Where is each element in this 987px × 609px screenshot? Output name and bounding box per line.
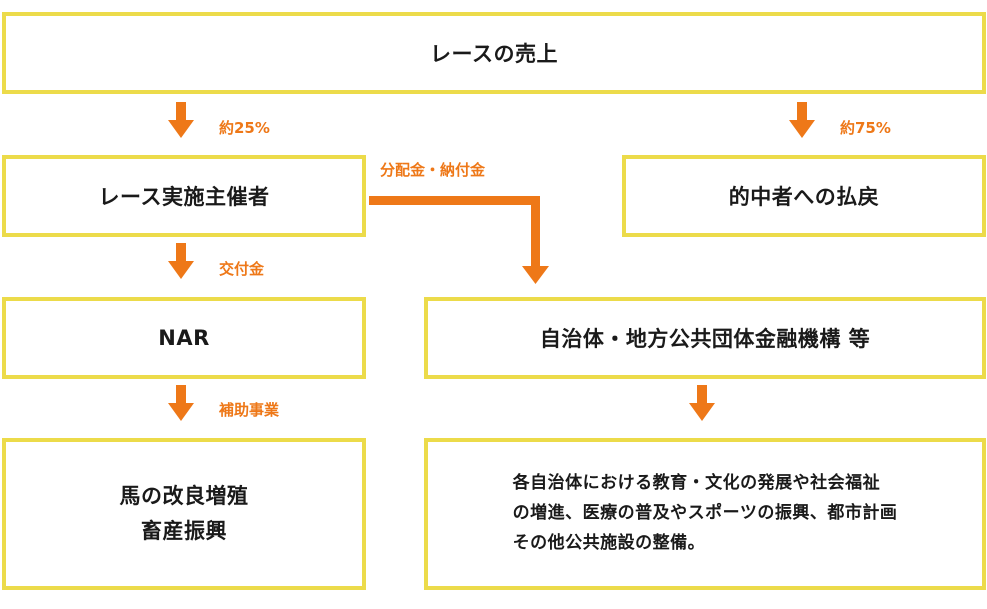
arrow-sales-to-organizer [168,102,194,138]
arrow-sales-to-winners [789,102,815,138]
arrow-organizer-to-localgov [369,196,549,284]
box-winner-payout-text: 的中者への払戻 [728,185,880,209]
label-approx-25: 約25% [219,119,270,137]
box-race-sales: レースの売上 [2,12,986,94]
box-horse-improvement-line-1: 馬の改良増殖 [119,484,249,509]
box-winner-payout: 的中者への払戻 [622,155,986,237]
label-distribution-payment: 分配金・納付金 [380,161,486,179]
box-local-government: 自治体・地方公共団体金融機構 等 [424,297,986,379]
label-grant: 交付金 [219,260,265,278]
box-public-works: 各自治体における教育・文化の発展や社会福祉 の増進、医療の普及やスポーツの振興、… [424,438,986,590]
arrow-organizer-to-nar [168,243,194,279]
box-public-works-line-1: 各自治体における教育・文化の発展や社会福祉 [512,473,881,494]
arrow-nar-to-horse [168,385,194,421]
box-race-sales-text: レースの売上 [430,42,558,66]
box-horse-improvement: 馬の改良増殖 畜産振興 [2,438,366,590]
box-horse-improvement-line-2: 畜産振興 [141,519,227,543]
box-nar-text: NAR [158,326,210,350]
box-public-works-line-3: その他公共施設の整備。 [512,532,706,553]
label-approx-75: 約75% [840,119,891,137]
box-race-organizer: レース実施主催者 [2,155,366,237]
arrow-localgov-to-publicworks [689,385,715,421]
box-race-organizer-text: レース実施主催者 [98,185,270,209]
box-public-works-line-2: の増進、医療の普及やスポーツの振興、都市計画 [512,503,898,524]
label-subsidy-project: 補助事業 [219,401,280,419]
box-nar: NAR [2,297,366,379]
box-local-government-text: 自治体・地方公共団体金融機構 等 [539,327,871,351]
